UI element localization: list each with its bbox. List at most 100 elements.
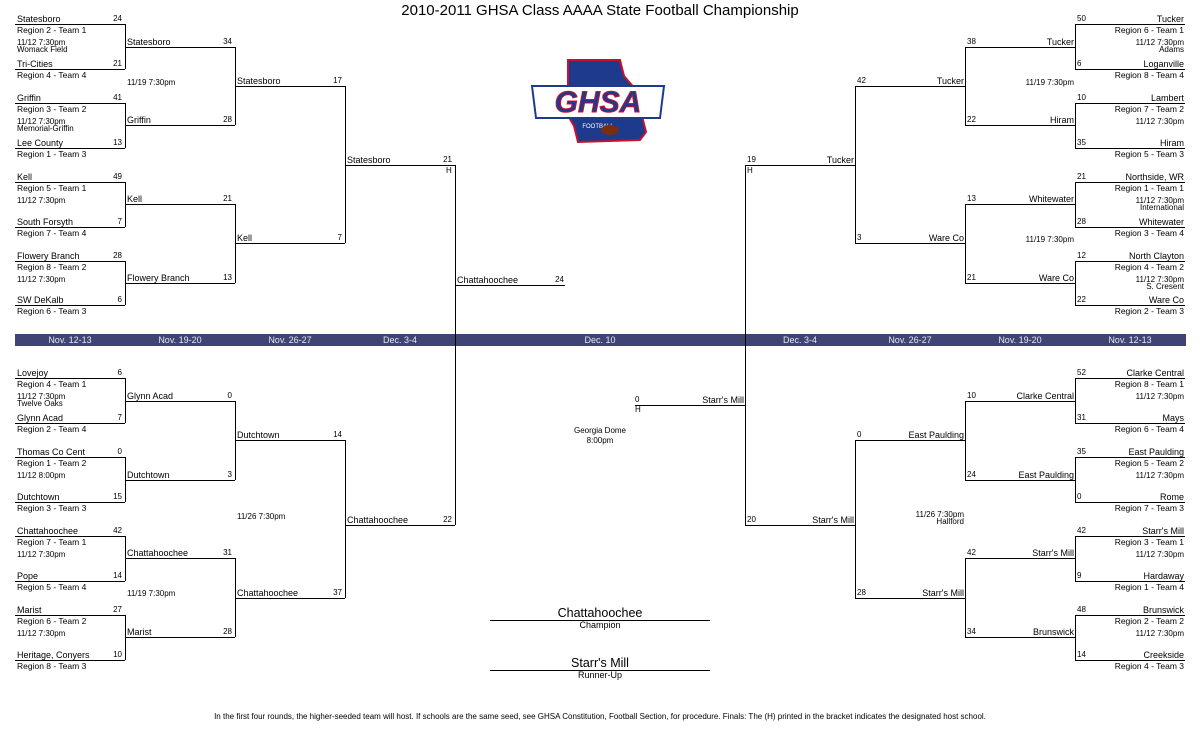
team-seed: Region 5 - Team 2 xyxy=(1114,458,1184,468)
team-seed: Region 3 - Team 4 xyxy=(1114,228,1184,238)
team-name: Hiram xyxy=(1160,138,1184,148)
team-seed: Region 4 - Team 2 xyxy=(1114,262,1184,272)
team-seed: Region 2 - Team 4 xyxy=(17,424,87,434)
team-score: 52 xyxy=(1077,368,1086,377)
team-name: Flowery Branch xyxy=(127,273,190,283)
bracket-connector xyxy=(235,558,236,637)
team-name: Chattahoochee xyxy=(237,588,299,598)
team-score: 9 xyxy=(1077,571,1082,580)
game-venue: Adams xyxy=(1159,45,1184,54)
team-score: 10 xyxy=(113,650,122,659)
bracket-connector xyxy=(1075,103,1076,148)
team-name: Marist xyxy=(17,605,42,615)
game-time: 11/12 7:30pm xyxy=(1135,275,1184,284)
team-line xyxy=(855,440,965,441)
team-seed: Region 5 - Team 3 xyxy=(1114,149,1184,159)
team-name: Starr's Mill xyxy=(922,588,964,598)
game-time: 11/12 7:30pm xyxy=(1135,471,1184,480)
team-score: 14 xyxy=(1077,650,1086,659)
team-score: 19 xyxy=(747,155,756,164)
team-score: 22 xyxy=(443,515,452,524)
champion-line xyxy=(490,620,710,621)
team-seed: Region 5 - Team 1 xyxy=(17,183,87,193)
team-seed: Region 7 - Team 1 xyxy=(17,537,87,547)
team-line xyxy=(1075,536,1185,537)
team-line xyxy=(965,480,1075,481)
team-line xyxy=(15,305,125,306)
team-score: 31 xyxy=(223,548,232,557)
team-seed: Region 3 - Team 3 xyxy=(17,503,87,513)
team-score: 41 xyxy=(113,93,122,102)
game-time: 11/12 7:30pm xyxy=(1135,196,1184,205)
game-time: 11/19 7:30pm xyxy=(1025,78,1074,87)
team-line xyxy=(15,103,125,104)
team-score: 3 xyxy=(227,470,232,479)
team-score: 13 xyxy=(113,138,122,147)
team-line xyxy=(125,637,235,638)
team-line xyxy=(15,148,125,149)
team-name: Ware Co xyxy=(1038,273,1074,283)
bracket-connector xyxy=(1075,536,1076,581)
game-venue: S. Cresent xyxy=(1146,282,1184,291)
final-time: 8:00pm xyxy=(586,436,614,445)
team-name: Tucker xyxy=(826,155,854,165)
team-line xyxy=(745,525,855,526)
team-line xyxy=(345,165,455,166)
team-line xyxy=(235,598,345,599)
team-score: 49 xyxy=(113,172,122,181)
team-name: Statesboro xyxy=(17,14,61,24)
team-seed: Region 8 - Team 2 xyxy=(17,262,87,272)
team-line xyxy=(635,405,745,406)
champion-label: Champion xyxy=(579,620,621,630)
team-name: Statesboro xyxy=(237,76,281,86)
team-score: 10 xyxy=(1077,93,1086,102)
team-name: Whitewater xyxy=(1028,194,1074,204)
team-score: 42 xyxy=(1077,526,1086,535)
team-score: 0 xyxy=(117,447,122,456)
host-marker: H xyxy=(747,166,753,175)
team-name: Flowery Branch xyxy=(17,251,80,261)
team-line xyxy=(455,285,565,286)
team-name: Chattahoochee xyxy=(457,275,519,285)
team-name: Chattahoochee xyxy=(127,548,189,558)
team-score: 3 xyxy=(857,233,862,242)
round-date-label: Nov. 12-13 xyxy=(1108,335,1152,345)
team-seed: Region 6 - Team 4 xyxy=(1114,424,1184,434)
team-seed: Region 3 - Team 1 xyxy=(1114,537,1184,547)
team-score: 42 xyxy=(113,526,122,535)
team-name: Statesboro xyxy=(127,37,171,47)
team-name: Marist xyxy=(127,627,152,637)
team-line xyxy=(965,283,1075,284)
team-name: Creekside xyxy=(1143,650,1184,660)
team-seed: Region 6 - Team 1 xyxy=(1114,25,1184,35)
round-date-label: Nov. 26-27 xyxy=(888,335,932,345)
team-line xyxy=(345,525,455,526)
bracket-connector xyxy=(1075,378,1076,423)
team-line xyxy=(125,204,235,205)
team-name: Lambert xyxy=(1150,93,1184,103)
bracket-connector xyxy=(345,86,346,243)
team-name: Loganville xyxy=(1143,59,1184,69)
bracket-connector xyxy=(1075,457,1076,502)
team-score: 21 xyxy=(113,59,122,68)
team-name: Tucker xyxy=(936,76,964,86)
team-name: Clarke Central xyxy=(1126,368,1184,378)
runner-up-line xyxy=(490,670,710,671)
team-name: Pope xyxy=(17,571,39,581)
team-line xyxy=(15,227,125,228)
team-name: Lovejoy xyxy=(17,368,49,378)
team-seed: Region 2 - Team 3 xyxy=(1114,306,1184,316)
team-score: 0 xyxy=(227,391,232,400)
team-score: 13 xyxy=(223,273,232,282)
champion-team: Chattahoochee xyxy=(557,606,643,620)
team-line xyxy=(965,47,1075,48)
team-score: 24 xyxy=(555,275,564,284)
team-seed: Region 5 - Team 4 xyxy=(17,582,87,592)
team-seed: Region 1 - Team 2 xyxy=(17,458,87,468)
team-line xyxy=(1075,103,1185,104)
final-venue-name: Georgia Dome xyxy=(573,426,627,435)
team-score: 0 xyxy=(857,430,862,439)
round-date-label: Dec. 3-4 xyxy=(782,335,817,345)
game-time: 11/26 7:30pm xyxy=(915,510,964,519)
